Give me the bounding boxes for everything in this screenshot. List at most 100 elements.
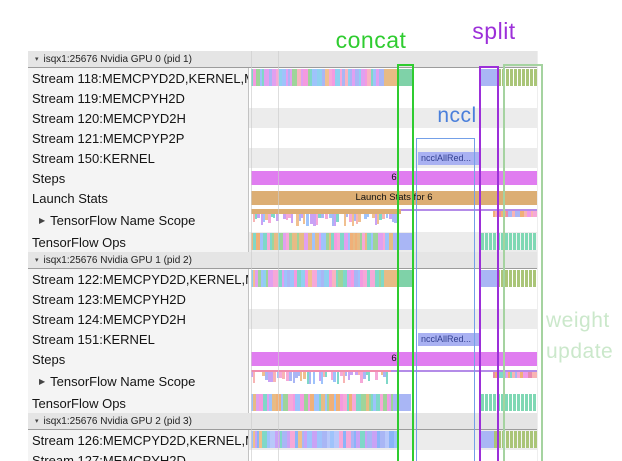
- name-scope-hanging-bar: [329, 214, 332, 218]
- track-label-text: TensorFlow Ops: [32, 234, 126, 250]
- track-label-text: Steps: [32, 351, 66, 367]
- name-scope-hanging-bar: [286, 214, 288, 220]
- process-header[interactable]: ▾isqx1:25676 Nvidia GPU 2 (pid 3): [28, 413, 537, 430]
- track-lane: [248, 208, 537, 232]
- weight-update-line1: weight: [546, 309, 610, 332]
- track-label-text: TensorFlow Name Scope: [50, 212, 196, 228]
- name-scope-hanging-bar: [255, 214, 257, 219]
- nccl-allreduce-bar[interactable]: ncclAllRed...: [418, 152, 479, 165]
- name-scope-hanging-bar: [337, 372, 339, 384]
- track-label-text: Stream 121:MEMCPYP2P: [32, 130, 185, 146]
- name-scope-hanging-bar: [296, 214, 299, 226]
- name-scope-hanging-bar: [364, 214, 367, 219]
- track-label-text: Stream 119:MEMCPYH2D: [32, 90, 185, 106]
- name-scope-hanging-bar: [298, 372, 300, 376]
- trace-event-segment[interactable]: [398, 270, 414, 287]
- track-label-text: Steps: [32, 170, 66, 186]
- name-scope-hanging-bar: [336, 214, 339, 222]
- trace-event-segment[interactable]: [399, 69, 414, 86]
- steps-bar[interactable]: 6: [251, 171, 537, 185]
- track-label: TensorFlow Ops: [28, 393, 248, 413]
- name-scope-hanging-bar: [306, 214, 309, 226]
- name-scope-cluster[interactable]: [251, 209, 401, 231]
- name-scope-hanging-bar: [349, 214, 352, 222]
- concat-region-box: [397, 64, 414, 461]
- name-scope-hanging-bar: [325, 372, 327, 377]
- mini-events-cluster[interactable]: [493, 372, 537, 378]
- steps-bar[interactable]: 6: [251, 352, 537, 366]
- name-scope-hanging-bar: [355, 372, 358, 375]
- collapse-icon[interactable]: ▾: [35, 418, 39, 425]
- name-scope-hanging-bar: [386, 372, 388, 384]
- name-scope-hanging-bar: [340, 372, 343, 376]
- trace-event-segment[interactable]: [480, 431, 494, 448]
- name-scope-hanging-bar: [309, 372, 311, 384]
- trace-events-striped[interactable]: [498, 69, 537, 86]
- name-scope-hanging-bar: [379, 214, 382, 220]
- name-scope-hanging-bar: [331, 372, 333, 380]
- track-label-text: Stream 123:MEMCPYH2D: [32, 291, 186, 307]
- name-scope-hanging-bar: [321, 214, 324, 218]
- name-scope-hanging-bar: [375, 372, 378, 380]
- trace-event-segment[interactable]: [384, 270, 398, 287]
- name-scope-hanging-bar: [273, 372, 276, 382]
- name-scope-top-band: [251, 209, 401, 214]
- track-lane: 6: [248, 168, 537, 188]
- track-lane: 6: [248, 349, 537, 369]
- nccl-allreduce-bar[interactable]: ncclAllRed...: [418, 333, 479, 346]
- name-scope-hanging-bar: [356, 214, 358, 224]
- expand-icon[interactable]: ▶: [39, 376, 46, 386]
- trace-events-striped[interactable]: [481, 233, 537, 250]
- track-label: Stream 119:MEMCPYH2D: [28, 88, 248, 108]
- name-scope-line: [391, 370, 537, 372]
- process-header[interactable]: ▾isqx1:25676 Nvidia GPU 1 (pid 2): [28, 252, 537, 269]
- name-scope-hanging-bar: [348, 372, 350, 380]
- track-label: Stream 127:MEMCPYH2D: [28, 450, 248, 461]
- collapse-icon[interactable]: ▾: [35, 257, 39, 264]
- name-scope-hanging-bar: [253, 214, 255, 222]
- name-scope-hanging-bar: [375, 214, 377, 225]
- collapse-icon[interactable]: ▾: [35, 56, 39, 63]
- name-scope-hanging-bar: [271, 214, 273, 217]
- trace-events-dense[interactable]: [251, 69, 384, 86]
- name-scope-hanging-bar: [303, 214, 305, 224]
- trace-events-dense[interactable]: [251, 431, 398, 448]
- name-scope-hanging-bar: [358, 214, 361, 222]
- name-scope-hanging-bar: [366, 372, 368, 375]
- expand-icon[interactable]: ▶: [39, 215, 46, 225]
- track-label: Stream 126:MEMCPYD2D,KERNEL,MI: [28, 430, 248, 450]
- name-scope-hanging-bar: [257, 214, 260, 218]
- launch-stats-bar[interactable]: Launch Stats for 6: [251, 191, 537, 205]
- name-scope-hanging-bar: [363, 372, 366, 379]
- split-region-box: [479, 66, 499, 461]
- track-lane: [248, 450, 537, 461]
- trace-event-segment[interactable]: [480, 270, 497, 287]
- track-label: Steps: [28, 349, 248, 369]
- name-scope-hanging-bar: [251, 372, 253, 377]
- trace-events-striped[interactable]: [497, 270, 537, 287]
- track-label-text: Stream 127:MEMCPYH2D: [32, 452, 186, 461]
- name-scope-hanging-bar: [346, 214, 348, 217]
- name-scope-hanging-bar: [392, 214, 394, 222]
- trace-event-segment[interactable]: [480, 69, 498, 86]
- weight-update-annotation-label: weight update: [546, 305, 613, 367]
- trace-events-dense[interactable]: [251, 233, 393, 250]
- name-scope-hanging-bar: [291, 214, 293, 223]
- name-scope-hanging-bar: [321, 372, 323, 384]
- trace-events-dense[interactable]: [251, 394, 393, 411]
- trace-events-dense[interactable]: [251, 270, 384, 287]
- name-scope-hanging-bar: [386, 214, 388, 218]
- track-lane: [248, 108, 537, 128]
- name-scope-hanging-bar: [368, 372, 370, 381]
- name-scope-hanging-bar: [350, 372, 353, 375]
- track-label: Stream 118:MEMCPYD2D,KERNEL,ME: [28, 68, 248, 88]
- name-scope-hanging-bar: [286, 372, 289, 381]
- name-scope-cluster[interactable]: [251, 370, 391, 392]
- trace-events-striped[interactable]: [481, 394, 537, 411]
- mini-events-cluster[interactable]: [493, 211, 537, 217]
- trace-event-segment[interactable]: [384, 69, 399, 86]
- name-scope-hanging-bar: [289, 372, 292, 381]
- name-scope-line: [401, 209, 537, 211]
- track-label-text: Launch Stats: [32, 190, 108, 206]
- process-header[interactable]: ▾isqx1:25676 Nvidia GPU 0 (pid 1): [28, 51, 537, 68]
